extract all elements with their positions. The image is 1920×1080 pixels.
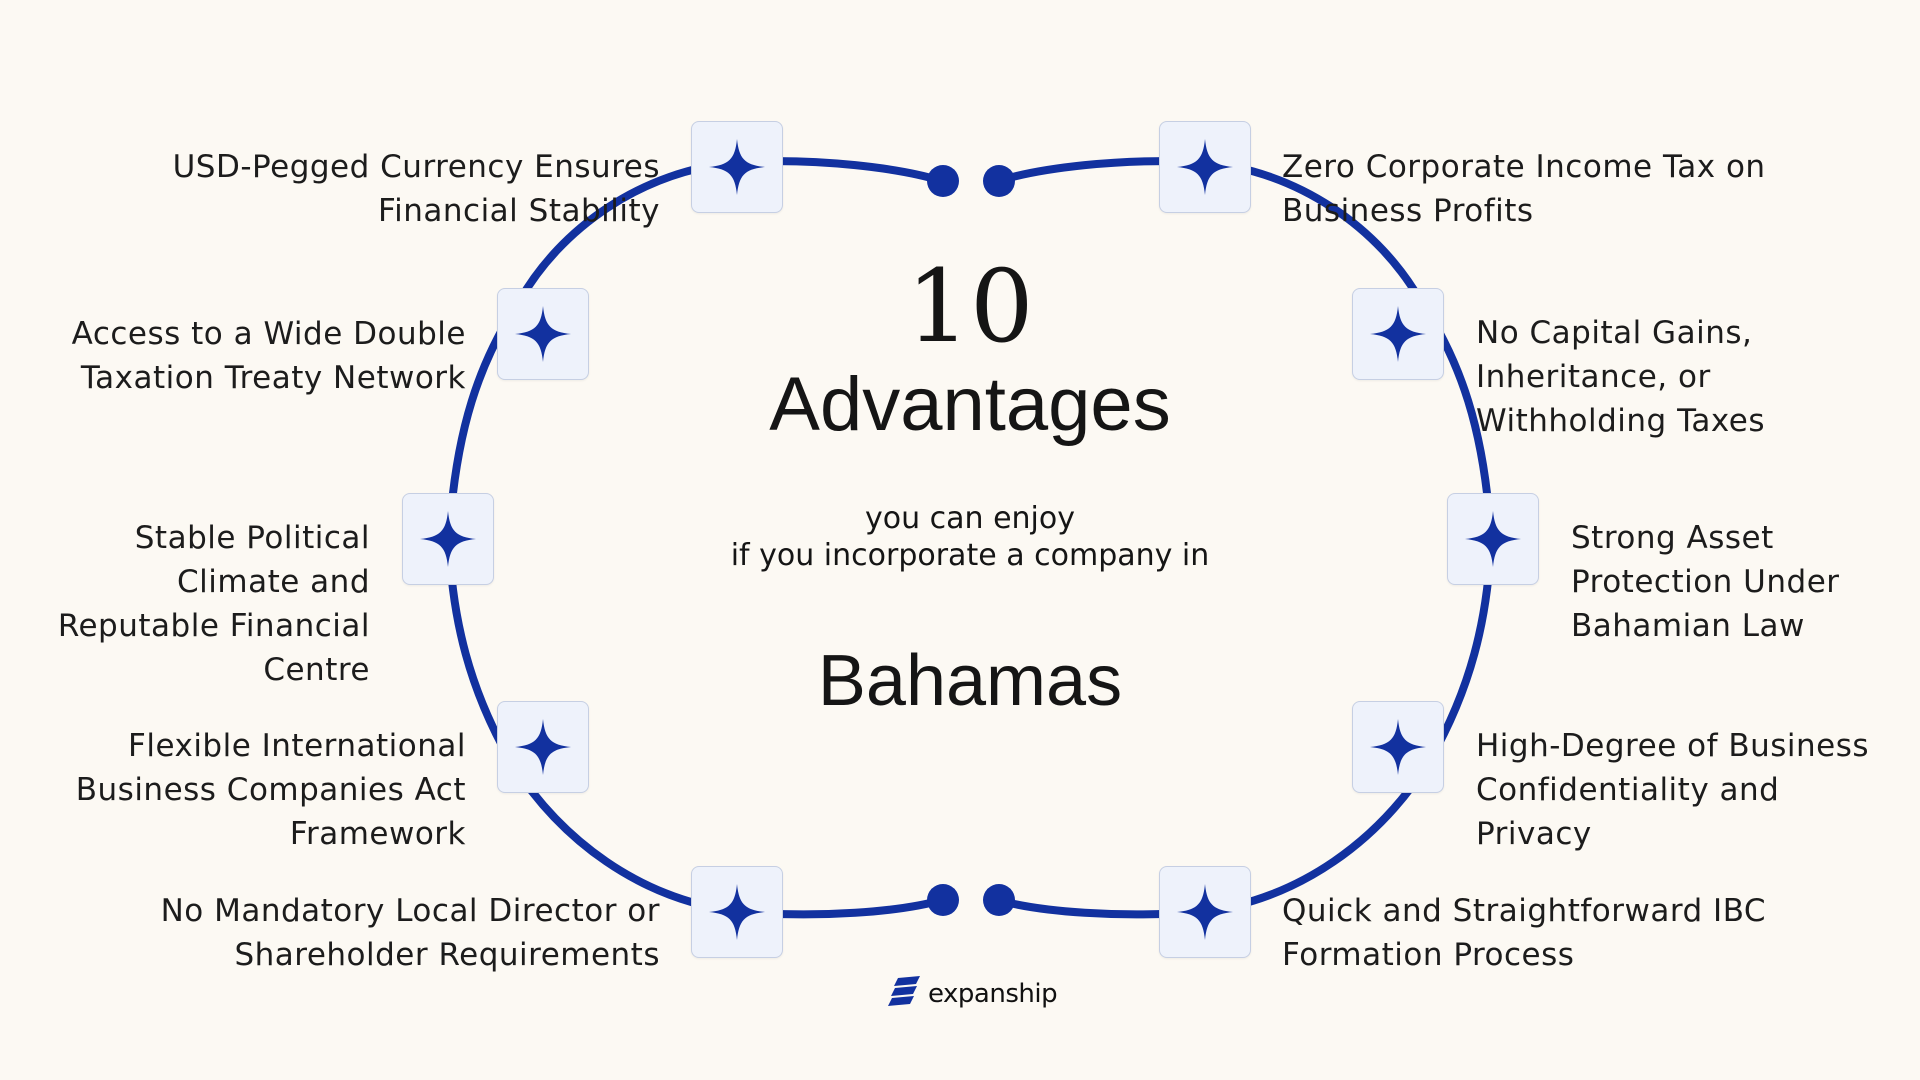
four-point-star-icon <box>420 511 476 567</box>
four-point-star-icon <box>1177 139 1233 195</box>
ring-end-dot <box>983 884 1015 916</box>
advantage-label: Quick and Straightforward IBC Formation … <box>1282 893 1767 973</box>
star-icon-box <box>1352 288 1444 380</box>
advantage-label: Stable Political Climate and Reputable F… <box>57 520 370 688</box>
four-point-star-icon <box>709 139 765 195</box>
advantage-count: 10 <box>906 248 1034 365</box>
advantage-label: Strong Asset Protection Under Bahamian L… <box>1571 520 1840 644</box>
four-point-star-icon <box>1370 306 1426 362</box>
star-icon-box <box>1159 121 1251 213</box>
four-point-star-icon <box>1177 884 1233 940</box>
brand-name: expanship <box>928 979 1058 1009</box>
four-point-star-icon <box>1370 719 1426 775</box>
star-icon-box <box>497 288 589 380</box>
advantage-label: Access to a Wide Double Taxation Treaty … <box>71 316 466 396</box>
advantage-label: USD-Pegged Currency Ensures Financial St… <box>172 149 660 229</box>
subtitle-line-2: if you incorporate a company in <box>730 538 1210 573</box>
subtitle-line-1: you can enjoy <box>865 501 1075 536</box>
advantage-label: No Capital Gains, Inheritance, or Withho… <box>1476 315 1765 439</box>
star-icon-box <box>402 493 494 585</box>
advantage-label: High-Degree of Business Confidentiality … <box>1476 728 1870 852</box>
four-point-star-icon <box>709 884 765 940</box>
ring-end-dot <box>927 884 959 916</box>
four-point-star-icon <box>515 306 571 362</box>
star-icon-box <box>691 121 783 213</box>
advantage-label: Zero Corporate Income Tax on Business Pr… <box>1282 149 1766 229</box>
country-name: Bahamas <box>817 641 1123 721</box>
expanship-logo-icon <box>888 976 920 1006</box>
ring-end-dot <box>983 165 1015 197</box>
star-icon-box <box>691 866 783 958</box>
star-icon-box <box>1352 701 1444 793</box>
advantage-label: No Mandatory Local Director or Sharehold… <box>160 893 660 973</box>
star-icon-box <box>497 701 589 793</box>
ring-end-dot <box>927 165 959 197</box>
advantage-label: Flexible International Business Companie… <box>75 728 466 852</box>
four-point-star-icon <box>515 719 571 775</box>
page-title: Advantages <box>769 362 1171 447</box>
star-icon-box <box>1159 866 1251 958</box>
four-point-star-icon <box>1465 511 1521 567</box>
star-icon-box <box>1447 493 1539 585</box>
brand-logo: expanship <box>888 976 1058 1012</box>
